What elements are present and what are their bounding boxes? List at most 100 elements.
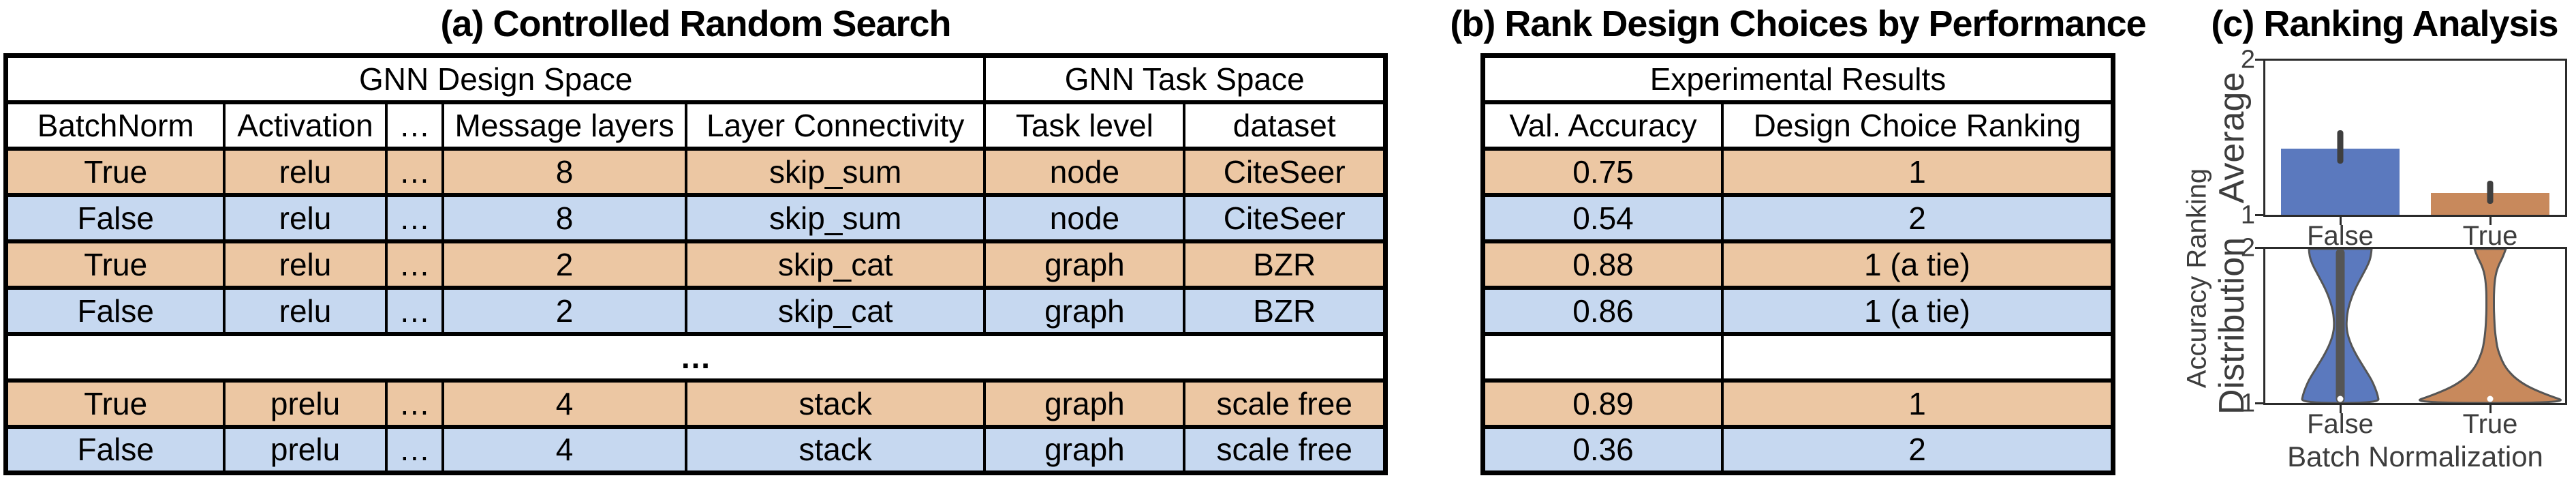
cell: stack — [686, 380, 984, 427]
group-header-task-space: GNN Task Space — [984, 56, 1385, 102]
cell: CiteSeer — [1184, 195, 1385, 241]
cell: relu — [224, 241, 386, 288]
group-header-experimental-results: Experimental Results — [1483, 56, 2113, 102]
cell: graph — [984, 427, 1184, 473]
table-row: True prelu … 4 stack graph scale free — [6, 380, 1386, 427]
violin-svg — [2265, 249, 2565, 403]
panel-a-title: (a) Controlled Random Search — [3, 3, 1388, 45]
cell: stack — [686, 427, 984, 473]
cell: skip_sum — [686, 149, 984, 195]
cell: 2 — [1722, 195, 2113, 241]
cell: … — [386, 380, 444, 427]
cell: skip_sum — [686, 195, 984, 241]
table-row: 0.36 2 — [1483, 427, 2113, 473]
bottom-plot-y-axis-label: Distribution — [2212, 237, 2252, 415]
cell: graph — [984, 380, 1184, 427]
cell: 0.88 — [1483, 241, 1723, 288]
column-header-ellipsis: … — [386, 102, 444, 149]
group-header-row: Experimental Results — [1483, 56, 2113, 102]
cell: prelu — [224, 427, 386, 473]
table-row: False prelu … 4 stack graph scale free — [6, 427, 1386, 473]
column-header-task-level: Task level — [984, 102, 1184, 149]
cell: … — [386, 427, 444, 473]
cell: 2 — [443, 288, 686, 334]
cell: skip_cat — [686, 241, 984, 288]
cell: 0.86 — [1483, 288, 1723, 334]
column-header-activation: Activation — [224, 102, 386, 149]
column-header-batchnorm: BatchNorm — [6, 102, 225, 149]
panel-b-title: (b) Rank Design Choices by Performance — [1417, 3, 2179, 45]
cell: prelu — [224, 380, 386, 427]
cell: False — [6, 427, 225, 473]
ellipsis-row: … — [6, 334, 1386, 380]
group-header-design-space: GNN Design Space — [6, 56, 985, 102]
y-tick-label: 1 — [2224, 201, 2255, 230]
violin-iqr-bar — [2336, 249, 2345, 403]
cell: 4 — [443, 427, 686, 473]
cell: 8 — [443, 195, 686, 241]
x-tick-label-true: True — [2463, 409, 2518, 440]
cell: graph — [984, 241, 1184, 288]
table-row: 0.54 2 — [1483, 195, 2113, 241]
cell — [1483, 334, 1723, 380]
table-row: False relu … 8 skip_sum node CiteSeer — [6, 195, 1386, 241]
error-bar-false — [2338, 130, 2344, 164]
cell: False — [6, 195, 225, 241]
y-tick-mark — [2255, 214, 2263, 216]
violin-plot — [2263, 247, 2567, 405]
y-tick-mark — [2255, 247, 2263, 249]
design-space-table: GNN Design Space GNN Task Space BatchNor… — [3, 53, 1388, 475]
cell: relu — [224, 288, 386, 334]
table-row: True relu … 2 skip_cat graph BZR — [6, 241, 1386, 288]
top-plot-y-axis-label: Average — [2212, 72, 2252, 204]
cell: 0.54 — [1483, 195, 1723, 241]
cell: 0.75 — [1483, 149, 1723, 195]
table-row: False relu … 2 skip_cat graph BZR — [6, 288, 1386, 334]
cell: scale free — [1184, 380, 1385, 427]
table-row: 0.86 1 (a tie) — [1483, 288, 2113, 334]
y-tick-label: 1 — [2224, 389, 2255, 419]
cell: CiteSeer — [1184, 149, 1385, 195]
cell: skip_cat — [686, 288, 984, 334]
cell: … — [386, 241, 444, 288]
error-bar-true — [2487, 181, 2494, 204]
cell: 0.89 — [1483, 380, 1723, 427]
cell: 1 (a tie) — [1722, 288, 2113, 334]
column-header-row: Val. Accuracy Design Choice Ranking — [1483, 102, 2113, 149]
column-header-layer-connectivity: Layer Connectivity — [686, 102, 984, 149]
cell: 1 (a tie) — [1722, 241, 2113, 288]
cell: True — [6, 380, 225, 427]
y-tick-label: 2 — [2224, 46, 2255, 75]
cell: relu — [224, 149, 386, 195]
cell: False — [6, 288, 225, 334]
panel-a: (a) Controlled Random Search GNN Design … — [3, 0, 1388, 478]
cell: node — [984, 195, 1184, 241]
cell: True — [6, 241, 225, 288]
x-tick-label-false: False — [2307, 409, 2374, 440]
y-tick-mark — [2255, 402, 2263, 404]
column-header-design-choice-ranking: Design Choice Ranking — [1722, 102, 2113, 149]
violin-median-dot — [2487, 396, 2494, 402]
column-header-val-accuracy: Val. Accuracy — [1483, 102, 1723, 149]
ellipsis-cell: … — [6, 334, 1386, 380]
group-header-row: GNN Design Space GNN Task Space — [6, 56, 1386, 102]
panel-b: (b) Rank Design Choices by Performance E… — [1480, 0, 2115, 478]
y-tick-label: 2 — [2224, 234, 2255, 263]
bar-chart-plot — [2263, 59, 2567, 217]
column-header-row: BatchNorm Activation … Message layers La… — [6, 102, 1386, 149]
column-header-message-layers: Message layers — [443, 102, 686, 149]
table-row: 0.88 1 (a tie) — [1483, 241, 2113, 288]
empty-row — [1483, 334, 2113, 380]
x-axis-label: Batch Normalization — [2287, 440, 2543, 473]
cell: … — [386, 195, 444, 241]
violin-true — [2419, 249, 2560, 403]
cell: 0.36 — [1483, 427, 1723, 473]
cell: True — [6, 149, 225, 195]
violin-median-dot — [2338, 396, 2344, 402]
cell — [1722, 334, 2113, 380]
cell: relu — [224, 195, 386, 241]
cell: … — [386, 149, 444, 195]
cell: scale free — [1184, 427, 1385, 473]
cell: 1 — [1722, 149, 2113, 195]
y-tick-mark — [2255, 59, 2263, 61]
